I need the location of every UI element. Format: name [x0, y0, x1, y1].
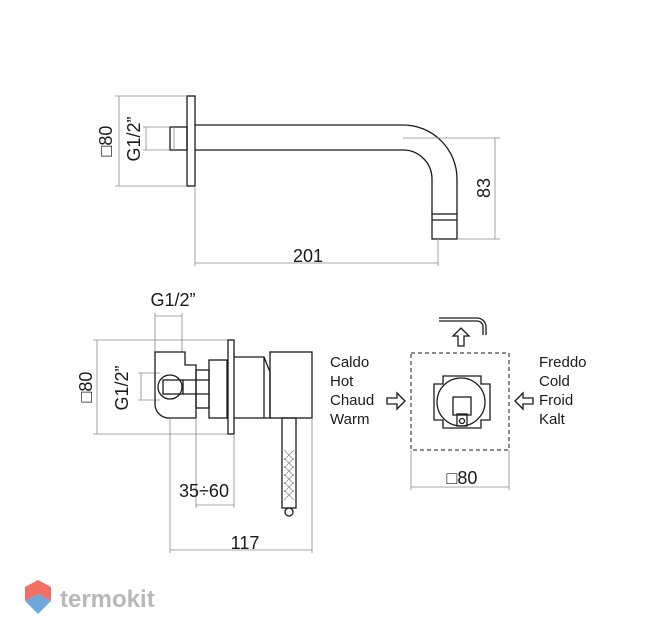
hot-label: Hot — [330, 373, 354, 390]
spout-wall-plate — [186, 95, 196, 187]
spout-symbol-icon — [439, 317, 487, 335]
spout-dim-square: □80 — [96, 126, 116, 157]
hot-label: Chaud — [330, 392, 374, 409]
spout-view: □80 G1/2” 83 201 — [96, 95, 500, 266]
termokit-logo: termokit — [25, 580, 155, 614]
spout-pipe — [195, 124, 458, 214]
termokit-logo-icon — [25, 580, 51, 601]
mixer-dim-thread-side: G1/2” — [112, 365, 132, 410]
front-dim-square: □80 — [447, 468, 478, 488]
hot-label: Warm — [330, 411, 369, 428]
termokit-wordmark: termokit — [60, 586, 155, 613]
spout-dim-length: 201 — [293, 246, 323, 266]
outlet-arrow-icon — [451, 327, 471, 347]
mixer-dim-depth: 35÷60 — [179, 481, 229, 501]
mixer-lever-knurl — [283, 449, 295, 501]
front-square-frame — [410, 352, 510, 451]
mixer-side-view: G1/2” □80 G1/2” — [76, 290, 313, 553]
hot-inlet-arrow-icon — [386, 391, 406, 411]
spout-dim-height: 83 — [474, 178, 494, 198]
spout-connector — [169, 126, 188, 151]
cold-inlet-arrow-icon — [514, 391, 534, 411]
front-valve-body — [433, 375, 491, 429]
cold-label: Froid — [539, 392, 573, 409]
hot-label: Caldo — [330, 354, 369, 371]
cold-label: Kalt — [539, 411, 566, 428]
mixer-body — [154, 351, 197, 419]
mixer-front-view: Caldo Hot Chaud Warm Freddo Cold Froid K… — [330, 317, 587, 490]
mixer-handle-body — [269, 351, 313, 419]
cold-labels: Freddo Cold Froid Kalt — [539, 354, 587, 428]
hot-labels: Caldo Hot Chaud Warm — [330, 354, 374, 428]
cold-label: Cold — [539, 373, 570, 390]
cold-label: Freddo — [539, 354, 587, 371]
mixer-dim-thread-top: G1/2” — [150, 290, 195, 310]
spout-aerator — [431, 213, 458, 240]
spout-dim-thread: G1/2” — [124, 116, 144, 161]
mixer-wall-plate — [227, 339, 235, 435]
mixer-dim-square: □80 — [76, 372, 96, 403]
mixer-dim-length: 117 — [231, 533, 260, 553]
